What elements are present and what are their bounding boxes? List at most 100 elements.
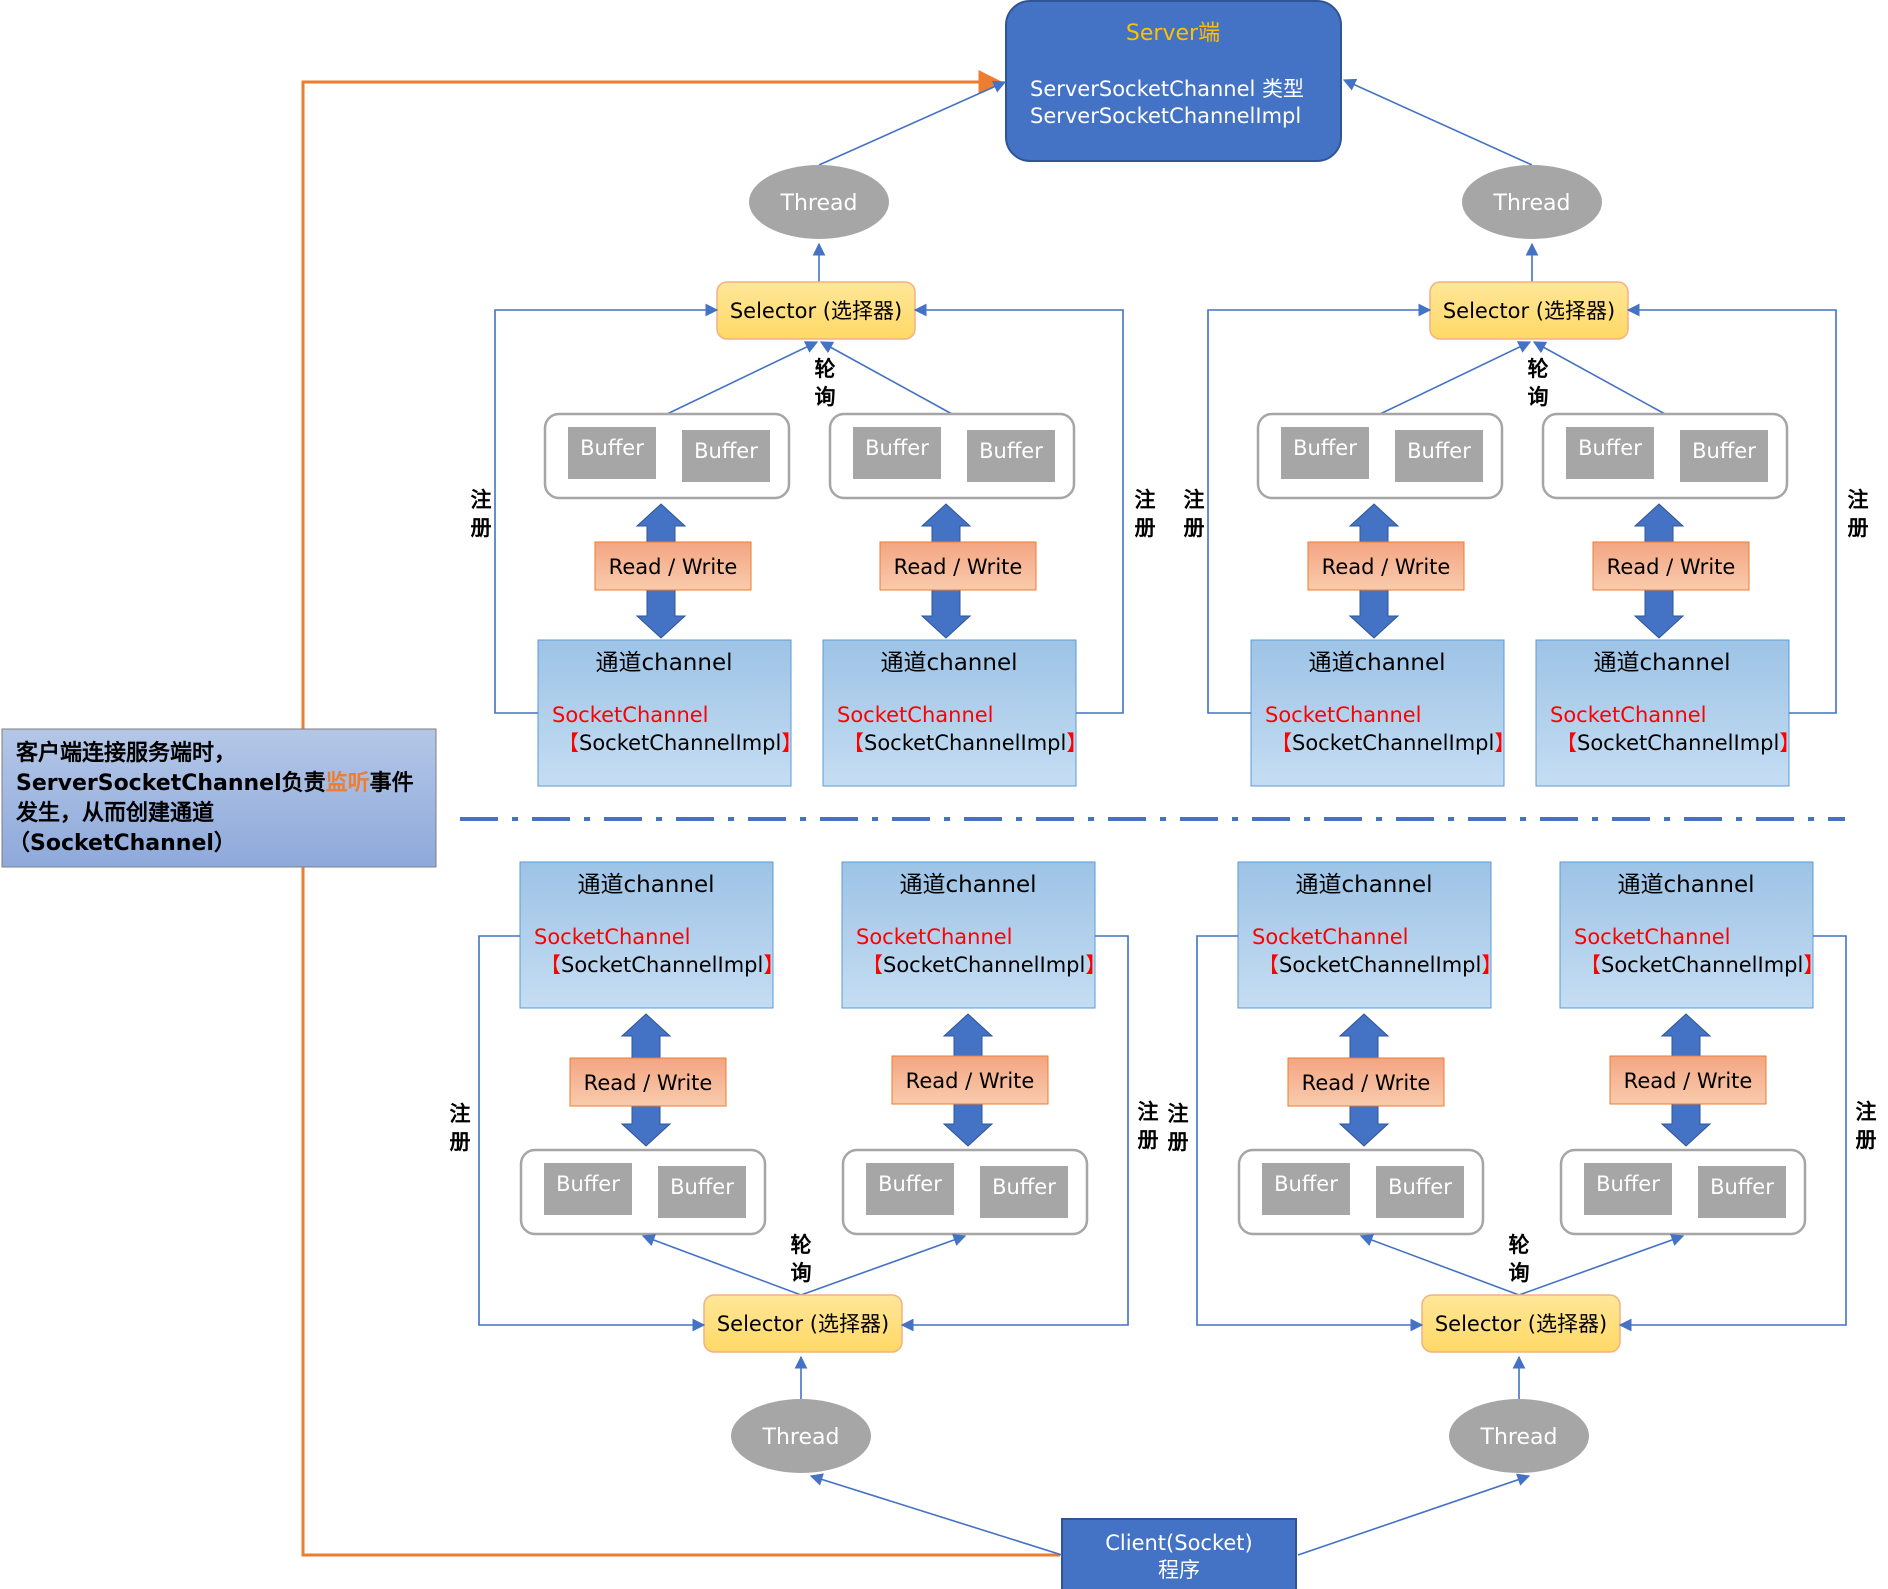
channel-title: 通道channel [1295,872,1432,898]
read-write-box [569,1057,727,1107]
buffer-box [682,430,770,482]
buffer-box [1584,1163,1672,1215]
read-write-box [1307,541,1465,591]
poll-label: 询 [791,1261,812,1285]
socket-channel-label: SocketChannel [856,925,1013,949]
channel-box [1535,639,1790,787]
server-box: Server端 ServerSocketChannel 类型 ServerSoc… [1005,0,1342,162]
buffer-box [853,427,941,479]
channel-box [537,639,792,787]
register-line [1196,935,1424,1332]
register-label: 注 [1848,488,1869,512]
poll-line [1532,341,1666,415]
buffer-box [967,430,1055,482]
socket-channel-label: SocketChannel [552,703,709,727]
read-write-label: Read / Write [894,555,1023,579]
channel-title: 通道channel [880,650,1017,676]
register-label: 注 [1184,488,1205,512]
read-write-label: Read / Write [609,555,738,579]
read-write-label: Read / Write [1302,1071,1431,1095]
buffer-box [1281,427,1369,479]
register-label: 注 [1135,488,1156,512]
register-label: 册 [1168,1130,1189,1154]
buffer-label: Buffer [670,1175,734,1199]
buffer-box [1698,1166,1786,1218]
poll-label: 轮 [791,1233,812,1257]
register-line [1618,935,1847,1332]
buffer-box [1376,1166,1464,1218]
read-write-label: Read / Write [1322,555,1451,579]
thread-node [749,165,889,239]
poll-label: 询 [1528,385,1549,409]
read-write-box [891,1055,1049,1105]
channel-title: 通道channel [1308,650,1445,676]
buffer-box [1566,427,1654,479]
poll-line [1518,1233,1685,1296]
poll-line [666,341,819,415]
buffer-box [544,1163,632,1215]
selector-label: Selector (选择器) [1435,1312,1607,1336]
buffer-label: Buffer [1692,439,1756,463]
channel-title: 通道channel [595,650,732,676]
register-line [478,935,706,1332]
selector-label: Selector (选择器) [730,299,902,323]
buffer-label: Buffer [580,436,644,460]
poll-line [800,1233,967,1296]
socket-channel-label: SocketChannel [1252,925,1409,949]
read-write-label: Read / Write [1624,1069,1753,1093]
socket-channel-label: SocketChannel [1574,925,1731,949]
socket-channel-impl-label: 【SocketChannelImpl】 [843,731,1087,755]
buffer-label: Buffer [1407,439,1471,463]
thread-node [1449,1399,1589,1473]
selector-label: Selector (选择器) [717,1312,889,1336]
buffer-label: Buffer [979,439,1043,463]
buffer-box [658,1166,746,1218]
channel-title: 通道channel [899,872,1036,898]
socket-channel-impl-label: 【SocketChannelImpl】 [540,953,784,977]
poll-line [1379,341,1532,415]
register-label: 册 [471,516,492,540]
channel-title: 通道channel [577,872,714,898]
buffer-box [866,1163,954,1215]
register-label: 册 [450,1130,471,1154]
poll-label: 轮 [1528,357,1549,381]
socket-channel-label: SocketChannel [837,703,994,727]
register-label: 册 [1856,1128,1877,1152]
register-label: 册 [1848,516,1869,540]
buffer-box [1262,1163,1350,1215]
note-line1: 客户端连接服务端时， [16,740,236,766]
channel-box [1237,861,1492,1009]
register-label: 注 [1138,1100,1159,1124]
note-line3: 发生，从而创建通道 [15,800,214,826]
read-write-label: Read / Write [584,1071,713,1095]
buffer-label: Buffer [1710,1175,1774,1199]
thread-label: Thread [780,191,858,216]
client-line1: Client(Socket) [1105,1531,1252,1555]
server-impl-line: ServerSocketChannelImpl [1030,104,1301,128]
socket-channel-impl-label: 【SocketChannelImpl】 [558,731,802,755]
poll-label: 轮 [1509,1233,1530,1257]
read-write-box [1592,541,1750,591]
note-line4: （SocketChannel） [8,831,236,856]
buffer-box [568,427,656,479]
buffer-label: Buffer [1293,436,1357,460]
thread-to-server-arrow [1342,78,1533,166]
register-label: 册 [1135,516,1156,540]
thread-to-server-arrow [818,80,1007,166]
register-line [913,303,1124,714]
socket-channel-impl-label: 【SocketChannelImpl】 [1580,953,1824,977]
channel-title: 通道channel [1617,872,1754,898]
channel-title: 通道channel [1593,650,1730,676]
buffer-label: Buffer [992,1175,1056,1199]
read-write-box [1609,1055,1767,1105]
register-line [900,935,1129,1332]
socket-channel-label: SocketChannel [534,925,691,949]
register-line [494,303,719,714]
socket-channel-label: SocketChannel [1265,703,1422,727]
note-box: 客户端连接服务端时， ServerSocketChannel负责监听事件 发生，… [1,728,437,868]
buffer-label: Buffer [556,1172,620,1196]
buffer-label: Buffer [1578,436,1642,460]
thread-label: Thread [1480,1425,1558,1450]
read-write-box [879,541,1037,591]
